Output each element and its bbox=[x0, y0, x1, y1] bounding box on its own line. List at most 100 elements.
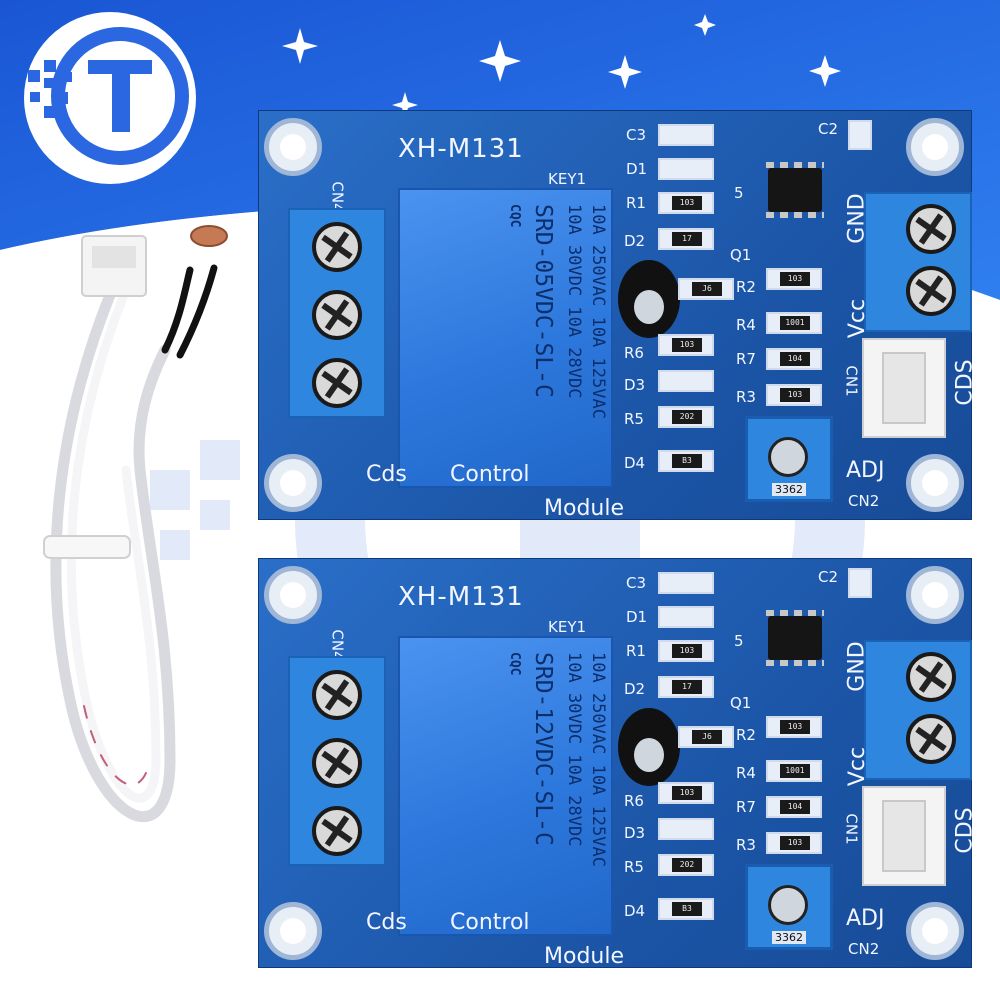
chip-code: 103 bbox=[672, 338, 702, 352]
chip-code: B3 bbox=[672, 902, 702, 916]
mounting-hole bbox=[264, 118, 322, 176]
gnd-label: GND bbox=[844, 641, 870, 692]
r7-label: R7 bbox=[736, 350, 756, 368]
d1-label: D1 bbox=[626, 160, 648, 178]
ic-label: 5 bbox=[734, 632, 744, 650]
smd-d2: 17 bbox=[658, 228, 714, 250]
cds-connector bbox=[862, 786, 946, 886]
chip-code: 17 bbox=[672, 232, 702, 246]
r2-label: R2 bbox=[736, 278, 756, 296]
adj-label: ADJ bbox=[846, 458, 885, 483]
smd-r4: 1001 bbox=[766, 312, 822, 334]
terminal-screw bbox=[906, 266, 956, 316]
cn2-label: CN2 bbox=[848, 492, 880, 510]
smd-r7: 104 bbox=[766, 796, 822, 818]
smd-c2 bbox=[848, 568, 872, 598]
control-text: Control bbox=[450, 910, 530, 935]
cqc-mark: CQC bbox=[507, 652, 522, 676]
r2-label: R2 bbox=[736, 726, 756, 744]
sensitivity-potentiometer bbox=[745, 416, 833, 502]
output-terminal-block bbox=[288, 208, 386, 418]
smd-d4: B3 bbox=[658, 450, 714, 472]
terminal-screw bbox=[906, 652, 956, 702]
cds-text: Cds bbox=[366, 462, 407, 487]
terminal-screw bbox=[906, 204, 956, 254]
tc-logo-icon bbox=[24, 12, 196, 184]
relay-rating-line-1: 10A 250VAC 10A 125VAC bbox=[588, 652, 608, 867]
q1-label: Q1 bbox=[730, 246, 752, 264]
d3-label: D3 bbox=[624, 376, 646, 394]
terminal-screw bbox=[312, 358, 362, 408]
smd-d2: 17 bbox=[658, 676, 714, 698]
module-text: Module bbox=[544, 496, 624, 521]
key-label: KEY1 bbox=[548, 618, 587, 636]
power-terminal-block bbox=[864, 192, 972, 332]
key-label: KEY1 bbox=[548, 170, 587, 188]
terminal-screw bbox=[312, 738, 362, 788]
cn1-label: CN1 bbox=[842, 813, 861, 845]
chip-code: 202 bbox=[672, 410, 702, 424]
smd-c3 bbox=[658, 124, 714, 146]
chip-code: 104 bbox=[780, 800, 810, 814]
relay: 10A 250VAC 10A 125VAC 10A 30VDC 10A 28VD… bbox=[398, 188, 613, 488]
control-text: Control bbox=[450, 462, 530, 487]
smd-r5: 202 bbox=[658, 854, 714, 876]
mounting-hole bbox=[906, 902, 964, 960]
d4-label: D4 bbox=[624, 454, 646, 472]
relay: 10A 250VAC 10A 125VAC 10A 30VDC 10A 28VD… bbox=[398, 636, 613, 936]
cds-port-label: CDS bbox=[952, 359, 978, 406]
smd-r2: 103 bbox=[766, 268, 822, 290]
c3-label: C3 bbox=[626, 126, 647, 144]
gnd-label: GND bbox=[844, 193, 870, 244]
module-text: Module bbox=[544, 944, 624, 969]
r5-label: R5 bbox=[624, 858, 644, 876]
relay-rating-line-1: 10A 250VAC 10A 125VAC bbox=[588, 204, 608, 419]
ldr-sensor bbox=[190, 225, 228, 247]
smd-d3 bbox=[658, 818, 714, 840]
chip-code: 1001 bbox=[780, 316, 810, 330]
relay-board-1: XH-M131 KEY1 CN4 10A 250VAC 10A 125VAC 1… bbox=[258, 110, 978, 521]
chip-code: 17 bbox=[672, 680, 702, 694]
smd-r2: 103 bbox=[766, 716, 822, 738]
cn1-label: CN1 bbox=[842, 365, 861, 397]
d2-label: D2 bbox=[624, 680, 646, 698]
c2-label: C2 bbox=[818, 120, 839, 138]
vcc-label: Vcc bbox=[845, 746, 871, 787]
cds-text: Cds bbox=[366, 910, 407, 935]
r1-label: R1 bbox=[626, 642, 646, 660]
r4-label: R4 bbox=[736, 316, 756, 334]
terminal-screw bbox=[312, 670, 362, 720]
comparator-ic bbox=[766, 610, 824, 666]
r3-label: R3 bbox=[736, 836, 756, 854]
smd-c2 bbox=[848, 120, 872, 150]
chip-code: 1001 bbox=[780, 764, 810, 778]
chip-code: 103 bbox=[780, 836, 810, 850]
r5-label: R5 bbox=[624, 410, 644, 428]
mounting-hole bbox=[264, 902, 322, 960]
r3-label: R3 bbox=[736, 388, 756, 406]
cds-connector bbox=[862, 338, 946, 438]
smd-d4: B3 bbox=[658, 898, 714, 920]
d3-label: D3 bbox=[624, 824, 646, 842]
ic-label: 5 bbox=[734, 184, 744, 202]
r6-label: R6 bbox=[624, 344, 644, 362]
c3-label: C3 bbox=[626, 574, 647, 592]
electrolytic-capacitor bbox=[618, 260, 680, 338]
electrolytic-capacitor bbox=[618, 708, 680, 786]
r6-label: R6 bbox=[624, 792, 644, 810]
cqc-mark: CQC bbox=[507, 204, 522, 228]
chip-code: 103 bbox=[780, 388, 810, 402]
r7-label: R7 bbox=[736, 798, 756, 816]
relay-rating-line-2: 10A 30VDC 10A 28VDC bbox=[564, 204, 584, 399]
chip-code: 103 bbox=[780, 720, 810, 734]
vcc-label: Vcc bbox=[845, 298, 871, 339]
chip-code: 104 bbox=[780, 352, 810, 366]
chip-code: J6 bbox=[692, 282, 722, 296]
d4-label: D4 bbox=[624, 902, 646, 920]
relay-model: SRD-05VDC-SL-C bbox=[530, 204, 556, 398]
cn2-label: CN2 bbox=[848, 940, 880, 958]
smd-r3: 103 bbox=[766, 384, 822, 406]
chip-code: 202 bbox=[672, 858, 702, 872]
model-label: XH-M131 bbox=[398, 582, 524, 612]
